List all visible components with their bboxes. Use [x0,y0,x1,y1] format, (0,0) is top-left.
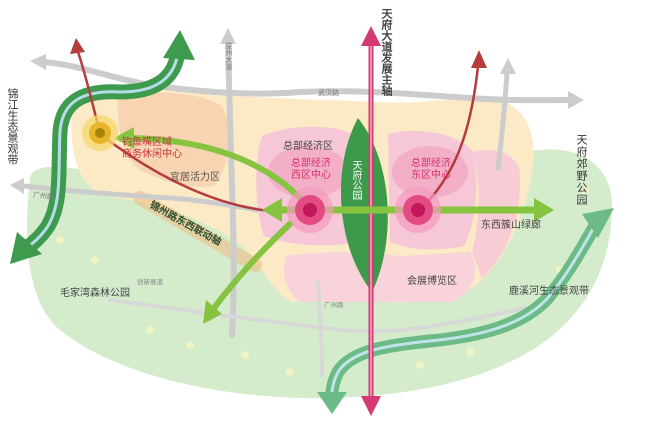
center-dot [95,128,105,138]
green-corridor-label: 东西簇山绿廊 [481,220,541,231]
diaoyuzui-center-marker [82,115,118,151]
jinjiang-arrow-north [163,30,195,60]
tianfu-park-label: 天府公园 [350,160,361,200]
jinjiang-river-water [23,51,180,252]
luxi-arrow-south [317,392,347,414]
road-arrow-west [30,54,46,70]
hq-west-center-marker [287,187,333,233]
green-arrow-east [534,198,554,222]
tree-dot [286,368,294,376]
yizhou-avenue-line [225,39,237,338]
road-arrow-north [220,28,236,44]
yizhou-avenue-label: 益州大道 [225,42,233,70]
green-corridor-zone [472,149,521,278]
innovation-road-line [108,298,527,334]
hq-east-center-marker [395,187,441,233]
tree-dot [416,361,424,369]
road-arrow-east [568,91,584,109]
hq-east-core [392,146,468,198]
tianfu-park-leaf [340,118,388,292]
jinjiang-arrow-southwest [10,232,42,264]
hq-west-label-line1: 总部经济 [291,158,331,169]
tree-dot [581,186,589,194]
green-arrow-northwest [114,127,134,149]
hq-east-label-line1: 总部经济 [411,158,451,169]
hq-east-center-label: 总部经济 东区中心 [411,158,451,182]
tree-dot [186,341,194,349]
south-road-line [316,280,324,377]
road-arrow-north [500,58,516,74]
diaoyuzui-label-line2: 商务休闲中心 [122,149,182,160]
east-road-line [495,71,510,171]
wuhan-road-label: 武汉路 [318,89,339,97]
center-dot [303,203,317,217]
maojiawan-park-label: 毛家湾森林公园 [60,288,130,299]
country-park-label: 天府郊野公园 [575,134,588,206]
tree-dot [146,326,154,334]
tree-dot [241,351,249,359]
northeast-link-arrow [471,50,487,68]
axis-arrow-north [361,26,381,46]
hq-west-label-line2: 西区中心 [291,170,331,181]
north-link-arrow [70,38,85,54]
luxi-belt-label: 鹿溪河生态景观带 [509,286,589,297]
hq-east-label-line2: 东区中心 [411,170,451,181]
center-dot [411,203,425,217]
wuhan-road-line [41,59,571,104]
luxi-river-water [330,223,598,395]
diaoyuzui-label-line1: 钓鱼嘴区域 [122,137,172,148]
road-arrow-west [10,178,24,194]
livable-zone-label: 宜居活力区 [170,172,220,183]
green-arrow-southwest [203,300,222,324]
hq-west-center-label: 总部经济 西区中心 [291,158,331,182]
tree-dot [91,256,99,264]
axis-arrow-south [361,396,381,416]
northwest-green-link [131,135,303,201]
hq-zone-label: 总部经济区 [283,141,333,152]
tree-dot [56,236,64,244]
jinjiang-belt-label: 锦江生态景观带 [6,88,19,165]
tree-dot [466,348,474,356]
main-axis-label: 天府大道发展主轴 [380,8,393,96]
luxi-arrow-east [582,208,614,238]
diaoyuzui-center-label: 钓鱼嘴区域 商务休闲中心 [122,137,182,161]
expo-zone [283,252,476,302]
expo-zone-label: 会展博览区 [407,276,457,287]
southwest-green-link [211,219,295,310]
green-arrow-west [262,198,282,222]
innovation-road-label: 创新展道 [137,278,163,286]
guangzhou-road-south-label: 广州路 [324,301,344,309]
